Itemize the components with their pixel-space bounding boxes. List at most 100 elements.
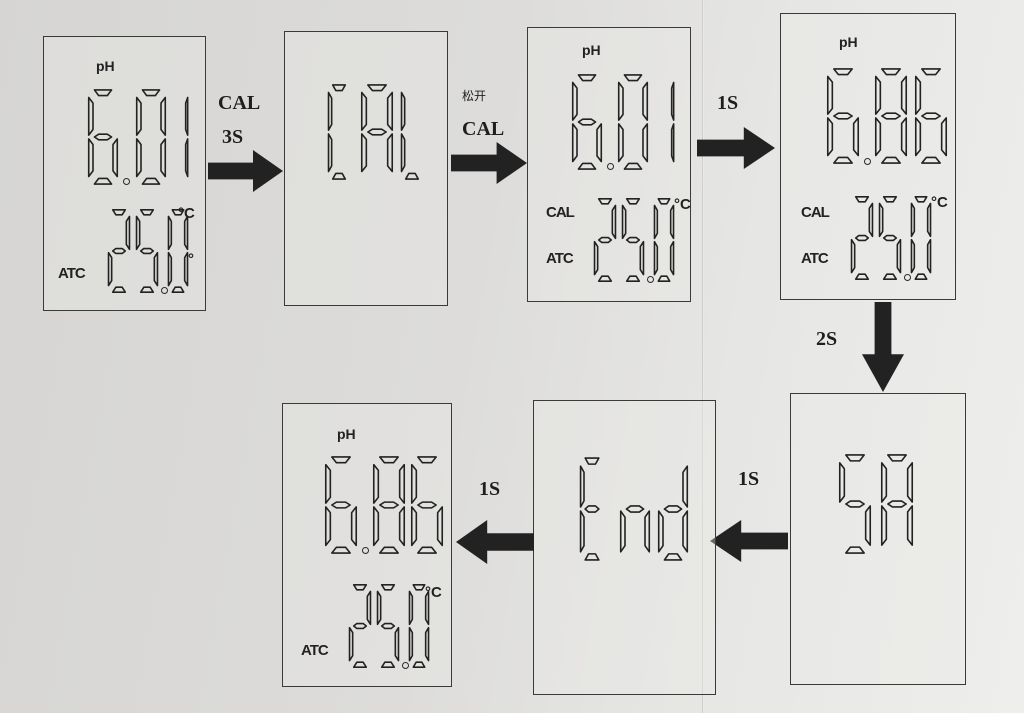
atc-label: ATC bbox=[546, 250, 574, 267]
segment-c bbox=[640, 242, 643, 275]
segment-c bbox=[672, 124, 674, 162]
segment-a bbox=[888, 455, 906, 461]
segment-d bbox=[834, 157, 852, 163]
segment-d bbox=[172, 287, 183, 292]
segment-c bbox=[683, 511, 687, 552]
lcd-panel-6 bbox=[533, 400, 716, 695]
segment-d bbox=[915, 274, 926, 279]
segment-d bbox=[413, 662, 424, 667]
segment-c bbox=[113, 139, 117, 177]
ph-label: pH bbox=[582, 42, 601, 58]
segment-e bbox=[876, 118, 881, 156]
segment-a bbox=[380, 457, 398, 463]
segment-a bbox=[94, 90, 111, 96]
segment-a bbox=[418, 457, 436, 463]
segment-g bbox=[578, 119, 595, 125]
segment-e bbox=[374, 507, 379, 545]
digit-0 bbox=[136, 89, 166, 185]
segment-e bbox=[581, 511, 584, 552]
segment-b bbox=[902, 76, 907, 114]
segment-e bbox=[621, 511, 625, 552]
arrow-3-label: 1S bbox=[717, 92, 739, 114]
atc-label: ATC bbox=[801, 250, 829, 267]
cal-label: CAL bbox=[546, 204, 575, 221]
segment-g bbox=[332, 502, 350, 508]
segment-c bbox=[388, 134, 393, 172]
segment-f bbox=[409, 591, 412, 624]
digit-6 bbox=[325, 456, 357, 554]
segment-a bbox=[141, 210, 154, 215]
ph-label: pH bbox=[337, 426, 356, 442]
segment-f bbox=[916, 76, 921, 114]
segment-e bbox=[137, 139, 141, 177]
segment-f bbox=[654, 205, 657, 238]
segment-g bbox=[113, 249, 126, 254]
segment-f bbox=[137, 97, 141, 135]
segment-d bbox=[332, 547, 350, 553]
segment-g bbox=[884, 236, 897, 241]
segment-g bbox=[626, 506, 643, 512]
temp-digit-2 bbox=[851, 196, 873, 280]
lcd-panel-4: pH CAL °C ATC bbox=[780, 13, 956, 300]
segment-f bbox=[581, 466, 584, 507]
segment-c bbox=[942, 118, 947, 156]
segment-g bbox=[599, 238, 612, 243]
segment-d bbox=[846, 547, 864, 553]
segment-f bbox=[374, 465, 379, 503]
lcd-panel-7: pH °C ATC bbox=[282, 403, 452, 687]
degree-label: ° bbox=[188, 251, 194, 268]
degree-celsius-label: °C bbox=[931, 194, 948, 211]
segment-d bbox=[658, 276, 669, 281]
letter-d bbox=[658, 457, 688, 561]
segment-g bbox=[834, 113, 852, 119]
decimal-point bbox=[123, 178, 130, 185]
segment-b bbox=[185, 216, 188, 249]
segment-d bbox=[94, 178, 111, 184]
segment-f bbox=[378, 591, 381, 624]
segment-g bbox=[141, 249, 154, 254]
segment-f bbox=[362, 92, 367, 130]
segment-c bbox=[154, 253, 157, 286]
segment-g bbox=[846, 501, 864, 507]
segment-f bbox=[840, 463, 845, 502]
segment-a bbox=[884, 197, 897, 202]
segment-b bbox=[672, 82, 674, 120]
segment-a bbox=[585, 458, 599, 464]
digit-6 bbox=[827, 68, 859, 164]
segment-f bbox=[573, 82, 577, 120]
temp-digit-0 bbox=[168, 209, 188, 293]
segment-f bbox=[402, 92, 405, 130]
segment-d bbox=[382, 662, 395, 667]
segment-c bbox=[866, 506, 871, 545]
segment-a bbox=[882, 69, 900, 75]
segment-d bbox=[585, 554, 599, 560]
segment-b bbox=[161, 97, 165, 135]
segment-c bbox=[186, 139, 188, 177]
ph-label: pH bbox=[96, 58, 115, 74]
arrow-shape bbox=[456, 520, 534, 564]
segment-b bbox=[400, 465, 405, 503]
segment-c bbox=[671, 242, 674, 275]
segment-d bbox=[882, 157, 900, 163]
arrow-5-label: 1S bbox=[738, 468, 760, 490]
segment-d bbox=[624, 163, 641, 169]
segment-f bbox=[619, 82, 623, 120]
atc-label: ATC bbox=[58, 265, 86, 282]
segment-b bbox=[908, 463, 913, 502]
segment-e bbox=[619, 124, 623, 162]
segment-g bbox=[922, 113, 940, 119]
segment-e bbox=[329, 134, 332, 172]
letter-e bbox=[580, 457, 604, 561]
segment-d bbox=[380, 547, 398, 553]
segment-g bbox=[354, 624, 367, 629]
segment-f bbox=[882, 463, 887, 502]
segment-d bbox=[141, 287, 154, 292]
arrow-shape bbox=[862, 302, 904, 392]
segment-c bbox=[185, 253, 188, 286]
segment-c bbox=[643, 124, 647, 162]
ph-label: pH bbox=[839, 34, 858, 50]
segment-f bbox=[876, 76, 881, 114]
segment-e bbox=[573, 124, 577, 162]
decimal-point bbox=[402, 662, 409, 669]
segment-e bbox=[350, 628, 353, 661]
